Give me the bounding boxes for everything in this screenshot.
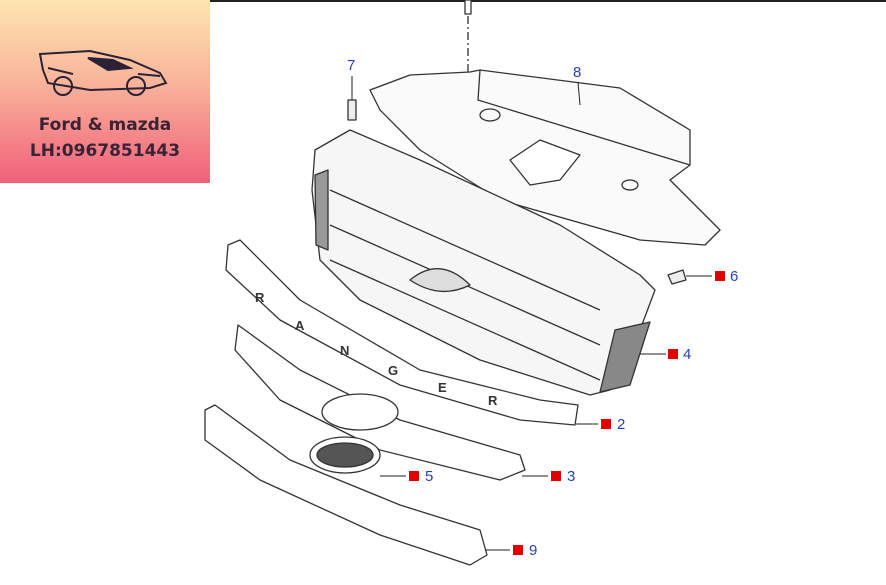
trim-emblem-oval — [321, 393, 399, 431]
grille-mesh-right — [599, 321, 651, 393]
trim-letter: G — [388, 363, 399, 378]
shop-contact: LH:0967851443 — [29, 141, 181, 161]
trim-letter: R — [255, 290, 265, 305]
trim-letter: R — [488, 393, 498, 408]
callout-5: 5 — [425, 468, 434, 485]
trim-letter: N — [340, 343, 350, 358]
part-3-trim — [234, 324, 526, 481]
trim-letter: E — [438, 380, 447, 395]
top-border-line — [210, 0, 886, 2]
grille-mesh-left — [314, 169, 329, 251]
marker-6 — [715, 271, 725, 281]
callout-3: 3 — [567, 468, 576, 485]
callout-7: 7 — [347, 57, 356, 74]
callout-9: 9 — [529, 542, 538, 559]
sports-car-icon — [38, 49, 168, 96]
bolt-top — [464, 0, 472, 15]
marker-3 — [551, 471, 561, 481]
part-9-panel — [204, 404, 488, 566]
marker-5 — [409, 471, 419, 481]
trim-letter: A — [295, 318, 305, 333]
marker-9 — [513, 545, 523, 555]
callout-6: 6 — [730, 268, 739, 285]
part-6-screw — [667, 269, 687, 285]
part-7-clip — [347, 99, 357, 121]
callout-8: 8 — [573, 64, 582, 81]
marker-2 — [601, 419, 611, 429]
shop-logo-banner: Ford & mazda LH:0967851443 — [0, 0, 210, 183]
callout-2: 2 — [617, 416, 626, 433]
marker-4 — [668, 349, 678, 359]
part-2-trim — [225, 239, 579, 426]
callout-4: 4 — [683, 346, 692, 363]
shop-name: Ford & mazda — [38, 115, 172, 135]
